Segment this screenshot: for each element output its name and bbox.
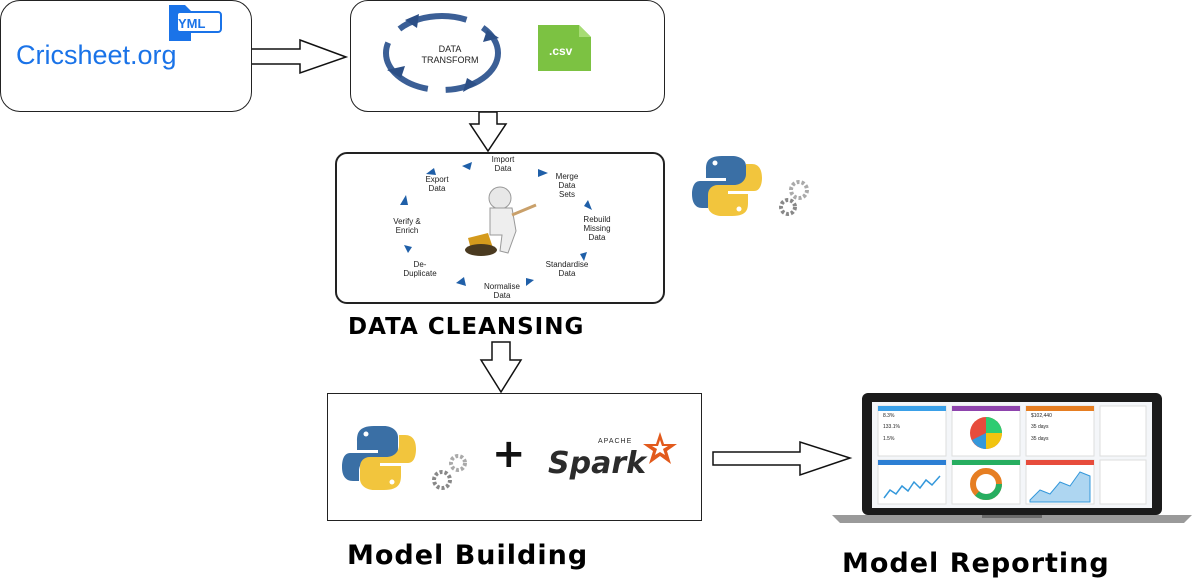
dashboard-value-3: 1.5% <box>883 436 895 442</box>
step-de-duplicate: De- Duplicate <box>403 260 437 278</box>
arrow-building-to-reporting <box>712 440 853 477</box>
arrow-cleansing-to-building <box>479 341 523 394</box>
python-gear-icon <box>692 156 809 216</box>
transform-cycle-label-1: DATA <box>438 44 462 54</box>
csv-badge: .csv <box>549 44 573 58</box>
source-site-label: Cricsheet.org <box>16 40 177 70</box>
transform-cycle-label-2: TRANSFORM <box>421 55 479 65</box>
cleansing-cycle-arrows <box>400 162 592 286</box>
python-gear-icon-building <box>342 426 467 490</box>
model-reporting-heading: Model Reporting <box>842 548 1110 579</box>
dashboard-value-6: 35 days <box>1031 436 1049 442</box>
step-normalise-data: Normalise Data <box>483 282 520 300</box>
step-merge-data-sets: Merge Data Sets <box>555 172 579 199</box>
step-rebuild-missing-data: Rebuild Missing Data <box>583 215 611 242</box>
dashboard-value-5: 35 days <box>1031 424 1049 430</box>
dashboard-value-4: $102,440 <box>1031 413 1052 419</box>
step-standardise-data: Standardise Data <box>545 260 589 278</box>
dashboard-value-2: 133.1% <box>883 424 900 430</box>
step-verify-enrich: Verify & Enrich <box>393 217 421 235</box>
yml-badge: YML <box>178 16 206 31</box>
laptop-dashboard-icon <box>832 393 1192 523</box>
data-transform-cycle-icon <box>383 13 501 93</box>
arrow-source-to-transform <box>249 38 349 75</box>
arrow-transform-to-cleansing <box>468 111 508 153</box>
spark-star-icon <box>643 432 677 464</box>
cleaner-figure-head <box>488 186 512 210</box>
dashboard-value-1: 8.3% <box>883 413 895 419</box>
transform-box <box>350 0 665 112</box>
model-building-heading: Model Building <box>347 540 589 571</box>
spark-apache-label: APACHE <box>598 438 633 445</box>
yml-file-icon <box>169 5 222 41</box>
data-cleansing-heading: DATA CLEANSING <box>348 314 585 340</box>
step-export-data: Export Data <box>425 175 449 193</box>
step-import-data: Import Data <box>491 155 515 173</box>
csv-file-icon <box>538 25 591 71</box>
plus-sign: + <box>492 431 526 477</box>
spark-logo-text: Spark <box>548 446 647 481</box>
